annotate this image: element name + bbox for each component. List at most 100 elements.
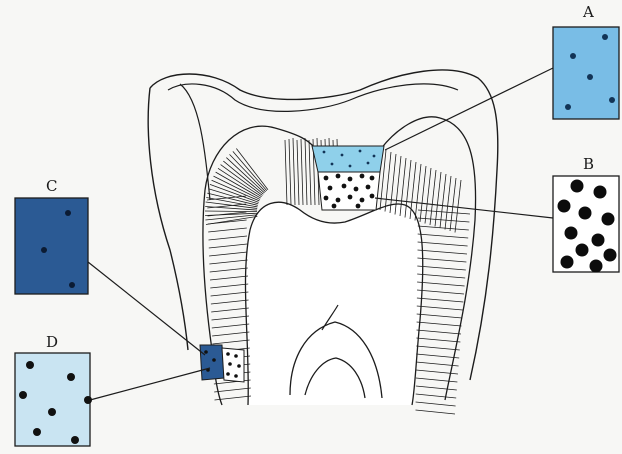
tubule-line [425, 168, 431, 224]
tubule-line [211, 308, 249, 312]
lesion-dot [328, 186, 333, 191]
tubule-line [293, 138, 295, 205]
panel-c-dot [41, 247, 47, 253]
tubule-line [212, 340, 249, 344]
tubule-line [416, 346, 460, 350]
lesion-dot [342, 184, 347, 189]
tubule-line [435, 172, 441, 227]
occlusal-lesion-light-blue [312, 146, 384, 172]
tubule-line [418, 226, 469, 230]
tubule-line [416, 378, 458, 382]
lesion-dot [370, 194, 375, 199]
panel-b-dot [561, 256, 574, 269]
panel-b-label: B [583, 156, 594, 172]
lesion-dot [356, 204, 361, 209]
lesion-dot [336, 198, 341, 203]
panel-b-dot [576, 244, 589, 257]
tubule-line [417, 330, 462, 334]
lesion-dot [324, 176, 329, 181]
tubule-line [209, 260, 247, 264]
panel-d-dot [67, 373, 75, 381]
tubule-line [416, 354, 459, 358]
lesion-dot [348, 195, 353, 200]
lesion-dot [331, 163, 334, 166]
tubule-line [210, 284, 248, 288]
tubule-line [415, 164, 421, 221]
tubule-line [417, 266, 466, 270]
leader-line-d [90, 368, 210, 400]
panel-b-dot [571, 180, 584, 193]
lesion-dot [359, 150, 362, 153]
panel-c-dot [65, 210, 71, 216]
cervical-lesion-dark-blue [200, 345, 224, 380]
tubule-line [418, 250, 468, 254]
lesion-dot [237, 364, 241, 368]
panel-d-dot [19, 391, 27, 399]
tubule-line [309, 140, 311, 205]
lesion-dot [349, 165, 352, 168]
tubule-line [301, 139, 303, 205]
tubule-line [205, 206, 257, 210]
panel-a-box [553, 27, 619, 119]
panel-b-dot [558, 200, 571, 213]
panel-d-dot [71, 436, 79, 444]
panel-c-label: C [46, 178, 57, 194]
tubule-line [210, 268, 248, 272]
tubule-line [230, 154, 266, 191]
tubule-line [420, 166, 426, 222]
panel-a-dot [609, 97, 615, 103]
panel-d-dot [33, 428, 41, 436]
tubule-line [209, 252, 247, 256]
tubule-line [416, 394, 457, 398]
cervical-lesion-dotted [222, 348, 244, 382]
pulp-chamber-outline [245, 202, 422, 405]
leader-line-c [88, 262, 205, 355]
lesion-dot [373, 155, 376, 158]
panel-b-dot [604, 249, 617, 262]
tubule-line [223, 161, 263, 194]
tubule-line [285, 140, 287, 205]
lesion-dot [348, 177, 353, 182]
lesion-dot [226, 372, 230, 376]
tubule-line [417, 322, 462, 326]
tubule-line [305, 138, 307, 205]
leader-line-a [385, 68, 553, 150]
lesion-dot [324, 196, 329, 201]
tubule-line [417, 298, 464, 302]
lesion-dot [332, 204, 337, 209]
panel-d-label: D [46, 334, 58, 350]
panel-a-dot [570, 53, 576, 59]
tubule-line [416, 338, 460, 342]
lesion-dot [234, 354, 238, 358]
tubule-line [297, 140, 299, 205]
tubule-line [418, 242, 468, 246]
lesion-dot [228, 362, 232, 366]
tubule-line [417, 258, 466, 262]
tubule-line [209, 244, 247, 248]
lesion-dot [370, 176, 375, 181]
lesion-dot [366, 185, 371, 190]
tubule-line [430, 170, 436, 225]
panel-b-dot [594, 186, 607, 199]
panel-b-dot [565, 227, 578, 240]
tubule-line [417, 306, 463, 310]
panel-c-dot [69, 282, 75, 288]
panel-d-dot [84, 396, 92, 404]
lesion-dot [341, 154, 344, 157]
panel-b-dot [592, 234, 605, 247]
panel-b-dot [602, 213, 615, 226]
tubule-line [416, 386, 457, 390]
tubule-line [455, 180, 461, 233]
lesion-dot [360, 198, 365, 203]
panel-a-label: A [583, 4, 594, 20]
tubule-line [417, 290, 464, 294]
panel-a-dot [587, 74, 593, 80]
tubule-line [208, 189, 258, 204]
tubule-line [416, 410, 456, 414]
panel-a-dot [565, 104, 571, 110]
tubule-line [212, 316, 250, 320]
tubule-line [445, 176, 451, 230]
lesion-dot [234, 374, 238, 378]
panel-d-box [15, 353, 90, 446]
